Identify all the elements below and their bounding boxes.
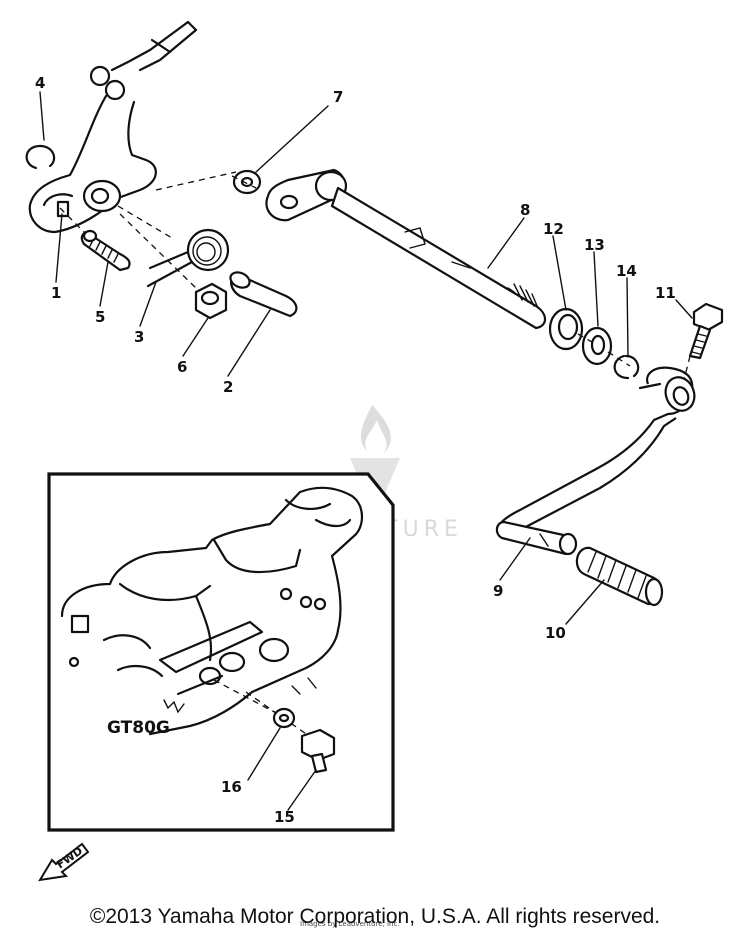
callout-16: 16 [221,778,242,796]
callout-4: 4 [35,74,45,92]
part-nut-6 [194,282,228,320]
part-bolt-15 [300,728,336,774]
copyright-notice: ©2013 Yamaha Motor Corporation, U.S.A. A… [89,905,661,928]
inset-model-label: GT80G [107,718,170,738]
callout-13: 13 [584,236,605,254]
leader-lines [39,91,693,625]
fwd-arrow-icon: FWD [38,842,90,882]
part-pedal-shaft-9 [495,520,578,556]
watermark-v-icon [350,458,400,500]
part-washer-7 [232,169,262,195]
callout-6: 6 [177,358,187,376]
callout-15: 15 [274,808,295,826]
part-shift-pedal [497,366,696,536]
callout-1: 1 [51,284,61,302]
callout-3: 3 [134,328,144,346]
part-shift-arm [28,20,198,234]
part-circlip-14 [613,354,640,380]
part-circlip-4 [25,144,56,170]
part-eccentric-bolt-5 [80,229,131,272]
watermark-flame-icon [360,405,391,454]
callout-11: 11 [655,284,676,302]
part-bolt-11 [688,302,724,360]
callout-8: 8 [520,201,530,219]
callout-14: 14 [616,262,637,280]
callout-12: 12 [543,220,564,238]
callout-5: 5 [95,308,105,326]
callout-7: 7 [333,88,343,106]
part-washer-13 [581,326,613,366]
footer-small-print: Images by Leadventure, Inc. [300,920,400,928]
part-shift-shaft-8 [265,168,547,330]
part-collar-2 [229,271,298,318]
part-pedal-rubber-10 [575,546,664,607]
inset-gt80g: GT80G [47,472,395,832]
callout-2: 2 [223,378,233,396]
part-oil-seal-12 [548,307,584,351]
callout-9: 9 [493,582,503,600]
callout-10: 10 [545,624,566,642]
part-return-spring-3 [146,228,230,288]
assembly-lines [59,171,691,381]
